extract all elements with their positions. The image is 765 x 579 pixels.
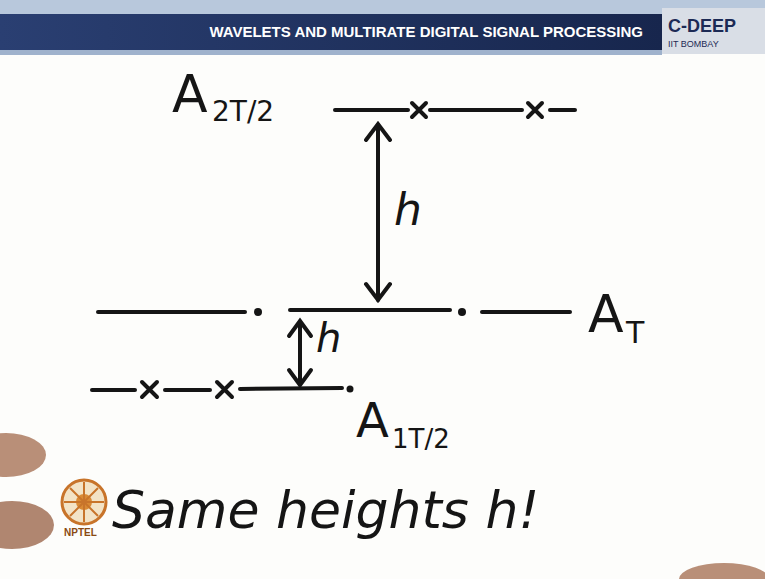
level-subscript: T xyxy=(626,318,644,348)
dot-mark xyxy=(347,386,354,393)
logo-text: C-DEEP xyxy=(668,17,736,35)
arrow-head xyxy=(289,321,311,385)
dot-mark xyxy=(254,308,262,316)
nptel-logo xyxy=(62,480,106,524)
under-strip xyxy=(0,50,662,55)
handwriting xyxy=(92,103,575,397)
height-label: h xyxy=(316,318,341,358)
cross-mark xyxy=(412,103,426,117)
level-name: A xyxy=(172,68,208,120)
level-line xyxy=(290,308,450,312)
level-line xyxy=(482,310,570,314)
level-line xyxy=(430,108,522,112)
logo-box xyxy=(662,8,765,54)
course-title: WAVELETS AND MULTIRATE DIGITAL SIGNAL PR… xyxy=(209,24,643,39)
height-arrow xyxy=(298,322,302,384)
level-line xyxy=(92,388,135,392)
hand xyxy=(0,433,46,477)
title-band xyxy=(0,14,662,50)
level-name: A xyxy=(356,396,389,444)
level-line xyxy=(98,310,245,314)
level-subscript: 1T/2 xyxy=(392,426,450,452)
level-line xyxy=(550,108,575,112)
level-line xyxy=(335,108,408,112)
cross-mark xyxy=(528,103,542,117)
level-name: A xyxy=(588,288,624,340)
cross-mark xyxy=(217,382,232,397)
cross-mark xyxy=(142,382,157,397)
dot-mark xyxy=(458,308,466,316)
level-subscript: 2T/2 xyxy=(212,98,274,126)
note-text: Same heights h! xyxy=(112,484,539,536)
top-strip xyxy=(0,0,765,14)
hand xyxy=(679,563,765,579)
logo-subtext: IIT BOMBAY xyxy=(668,40,719,49)
level-line xyxy=(165,388,210,392)
level-line xyxy=(240,388,342,389)
arrow-head xyxy=(366,124,390,300)
height-arrow xyxy=(376,125,380,300)
height-label: h xyxy=(394,188,422,232)
logo-text: NPTEL xyxy=(64,528,97,538)
hand xyxy=(0,501,54,549)
